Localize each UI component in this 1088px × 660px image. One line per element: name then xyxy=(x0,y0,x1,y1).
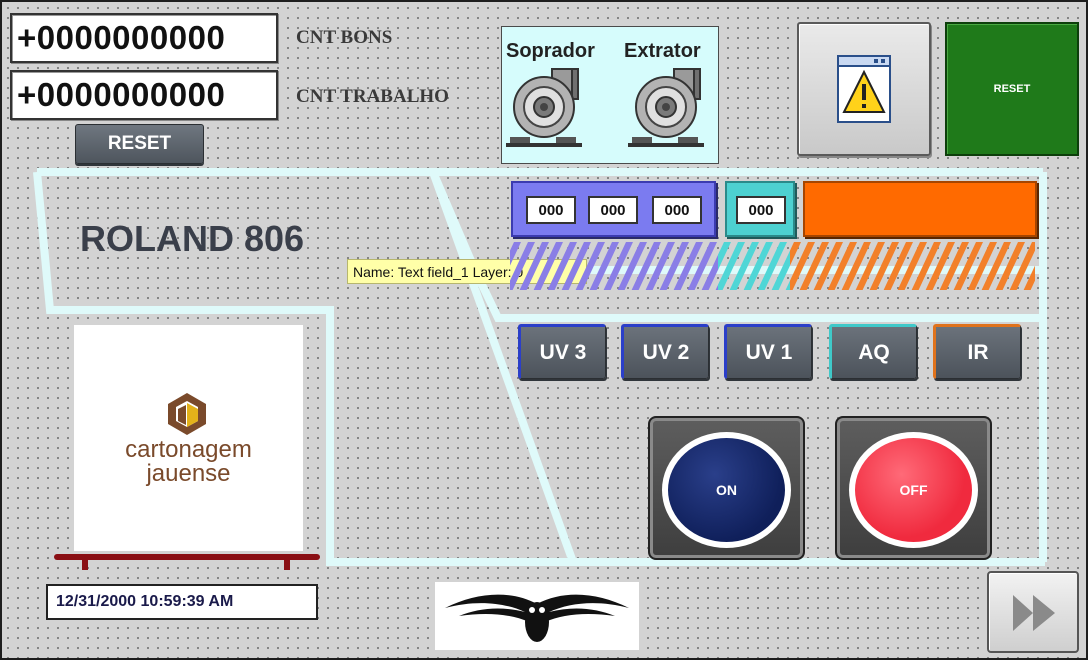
soprador-fan-icon xyxy=(506,68,582,147)
fast-forward-icon xyxy=(1013,595,1055,631)
on-button-housing: ON xyxy=(648,416,805,560)
off-button-housing: OFF xyxy=(835,416,992,560)
owl-icon xyxy=(445,594,629,642)
teal-io-panel: 000 xyxy=(725,181,795,237)
teal-io-field[interactable]: 000 xyxy=(736,196,786,224)
datetime-field: 12/31/2000 10:59:39 AM xyxy=(46,584,318,620)
machine-title: ROLAND 806 xyxy=(80,218,305,259)
alarm-view-button[interactable] xyxy=(797,22,931,156)
extrator-fan-icon xyxy=(628,68,704,147)
uv2-button[interactable]: UV 2 xyxy=(621,324,709,379)
owl-logo xyxy=(435,582,639,650)
cnt-trabalho-field[interactable]: +0000000000 xyxy=(10,70,278,120)
cnt-bons-field[interactable]: +0000000000 xyxy=(10,13,278,63)
logo-line1: cartonagem xyxy=(125,436,252,463)
warning-window-icon xyxy=(837,55,891,123)
cartonagem-logo-icon xyxy=(168,393,206,435)
uv1-button[interactable]: UV 1 xyxy=(724,324,812,379)
orange-status-bar xyxy=(803,181,1037,237)
extrator-label: Extrator xyxy=(624,40,701,62)
purple-io-field-2[interactable]: 000 xyxy=(588,196,638,224)
conveyor-hatch xyxy=(510,242,1035,290)
company-logo: cartonagem jauense xyxy=(74,325,303,551)
conveyor-base xyxy=(54,554,320,570)
uv3-button[interactable]: UV 3 xyxy=(518,324,606,379)
next-screen-button[interactable] xyxy=(987,571,1079,653)
fan-status-panel: Soprador Extrator xyxy=(501,26,719,164)
on-button[interactable]: ON xyxy=(662,432,791,548)
cnt-bons-label: CNT BONS xyxy=(296,27,393,48)
off-button[interactable]: OFF xyxy=(849,432,978,548)
aq-button[interactable]: AQ xyxy=(829,324,917,379)
purple-io-field-3[interactable]: 000 xyxy=(652,196,702,224)
cnt-trabalho-label: CNT TRABALHO xyxy=(296,86,449,107)
purple-io-field-1[interactable]: 000 xyxy=(526,196,576,224)
purple-io-panel: 000 000 000 xyxy=(511,181,716,237)
reset-green-button[interactable]: RESET xyxy=(945,22,1079,156)
counter-reset-button[interactable]: RESET xyxy=(75,124,204,164)
logo-line2: jauense xyxy=(146,460,231,487)
soprador-label: Soprador xyxy=(506,40,595,62)
ir-button[interactable]: IR xyxy=(933,324,1021,379)
